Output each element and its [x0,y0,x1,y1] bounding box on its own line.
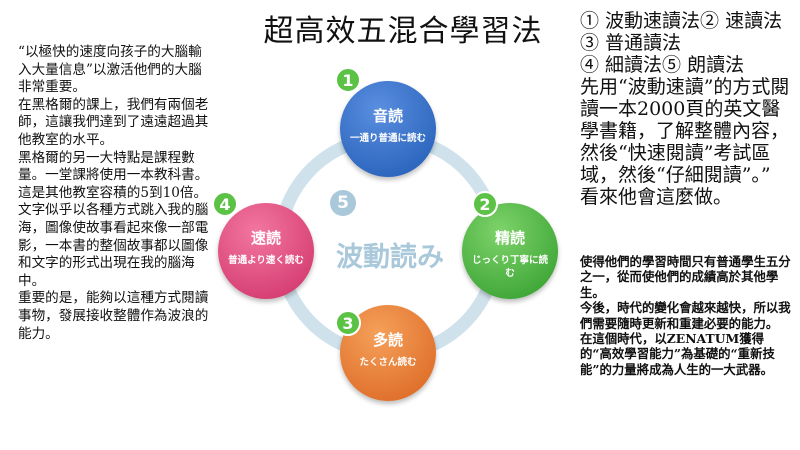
number-badge: 2 [472,191,498,217]
left-paragraph: 在黑格爾的課上，我們有兩個老師，這讓我們達到了遠遠超過其他教室的水平。 [18,96,209,148]
page-title: 超高效五混合學習法 [263,14,543,49]
left-paragraph: 黑格爾的另一大特點是課程數量。一堂課將使用一本教科書。這是其他教室容積的5到10… [18,149,209,289]
right-small-paragraph: 今後，時代的變化會越來越快，所以我們需要隨時更新和重建必要的能力。 [580,300,791,331]
node-seidoku: 精読 じっくり丁寧に読む [462,203,558,299]
right-paragraph: 先用“波動速讀”的方式閱讀一本2000頁的英文醫學書籍，了解整體內容，然後“快速… [580,76,790,208]
center-label: 波動読み [336,242,444,273]
node-name: 音読 [372,107,403,125]
number-badge: 1 [335,67,361,93]
node-sub: 普通より速く読む [228,255,304,266]
node-sub: たくさん読む [359,357,417,368]
right-small-paragraph: 使得他們的學習時間只有普通學生五分之一，從而使他們的成績高於其他學生。 [580,254,791,300]
right-small-paragraph: 在這個時代，以ZENATUM獲得的“高效學習能力”為基礎的“重新技能”的力量將成… [580,331,775,377]
node-sub: 一通り普通に読む [349,133,426,144]
node-sub: じっくり丁寧に読む [471,255,548,279]
right-paragraph: ① 波動速讀法② 速讀法③ 普通讀法 [580,10,783,54]
node-sokudoku: 速読 普通より速く読む [218,203,314,299]
right-text-block: ① 波動速讀法② 速讀法③ 普通讀法 ④ 細讀法⑤ 朗讀法 先用“波動速讀”的方… [580,10,795,208]
node-name: 多読 [372,331,403,349]
center-number-badge: 5 [330,190,356,216]
method-cycle-diagram: 5 波動読み 音読 一通り普通に読む 精読 じっくり丁寧に読む 多読 たくさん読… [200,55,570,445]
left-paragraph: “以極快的速度向孩子的大腦輸入大量信息”以激活他們的大腦非常重要。 [18,44,202,96]
node-ondoku: 音読 一通り普通に読む [340,81,436,177]
right-small-text-block: 使得他們的學習時間只有普通學生五分之一，從而使他們的成績高於其他學生。 今後，時… [580,254,795,377]
number-badge: 4 [212,191,238,217]
right-paragraph: ④ 細讀法⑤ 朗讀法 [580,54,745,76]
number-badge: 3 [335,310,361,336]
left-paragraph: 重要的是，能夠以這種方式閱讀事物，發展接收整體作為波浪的能力。 [18,290,209,342]
node-name: 速読 [250,229,281,247]
left-text-block: “以極快的速度向孩子的大腦輸入大量信息”以激活他們的大腦非常重要。 在黑格爾的課… [18,44,214,343]
node-name: 精読 [494,229,525,247]
